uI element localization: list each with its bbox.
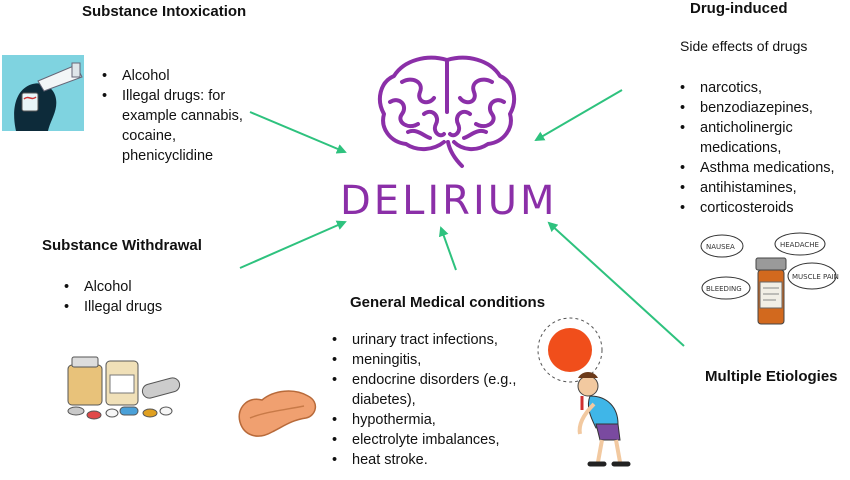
drug-induced-subtitle: Side effects of drugs [680,38,808,54]
arrow-medical [438,226,457,271]
alcohol-drinker-image [2,55,84,131]
withdrawal-item: Illegal drugs [62,297,222,317]
drug-induced-title: Drug-induced [690,0,788,17]
bubble-label: BLEEDING [706,285,742,293]
drug-induced-list: narcotics, benzodiazepines, anticholiner… [678,78,848,218]
medical-item: endocrine disorders (e.g., diabetes), [330,370,535,410]
drug-item: anticholinergic medications, [678,118,848,158]
drug-item: Asthma medications, [678,158,848,178]
pills-and-bottles-image [67,356,181,420]
intoxication-item: Illegal drugs: for example cannabis, coc… [100,86,250,166]
drug-item: narcotics, [678,78,848,98]
medical-list: urinary tract infections, meningitis, en… [330,330,535,470]
pill-bottle-side-effects-image: NAUSEA HEADACHE MUSCLE PAIN BLEEDING [700,232,839,325]
sun-icon [548,328,592,372]
intoxication-list: Alcohol Illegal drugs: for example canna… [100,66,250,166]
medical-item: urinary tract infections, [330,330,535,350]
arrow-drug-induced [534,89,623,142]
medical-item: electrolyte imbalances, [330,430,535,450]
medical-title: General Medical conditions [350,294,546,311]
arrow-intoxication [249,111,347,154]
bubble-label: HEADACHE [780,241,819,249]
medical-item: heat stroke. [330,450,535,470]
multiple-etiologies-title: Multiple Etiologies [705,368,838,385]
brain-icon [377,55,517,168]
intoxication-title: Substance Intoxication [82,3,247,20]
withdrawal-item: Alcohol [62,277,222,297]
arrow-withdrawal [239,220,347,269]
arrow-multiple [547,221,685,347]
drug-item: corticosteroids [678,198,848,218]
medical-item: meningitis, [330,350,535,370]
bubble-label: NAUSEA [706,243,735,251]
center-label: DELIRIUM [340,178,558,224]
withdrawal-list: Alcohol Illegal drugs [62,277,222,317]
bubble-label: MUSCLE PAIN [792,273,839,281]
medical-item: hypothermia, [330,410,535,430]
drug-item: antihistamines, [678,178,848,198]
drug-item: benzodiazepines, [678,98,848,118]
heatstroke-man-image [537,317,631,467]
withdrawal-title: Substance Withdrawal [42,237,202,254]
intoxication-item: Alcohol [100,66,250,86]
pancreas-image [238,390,317,437]
